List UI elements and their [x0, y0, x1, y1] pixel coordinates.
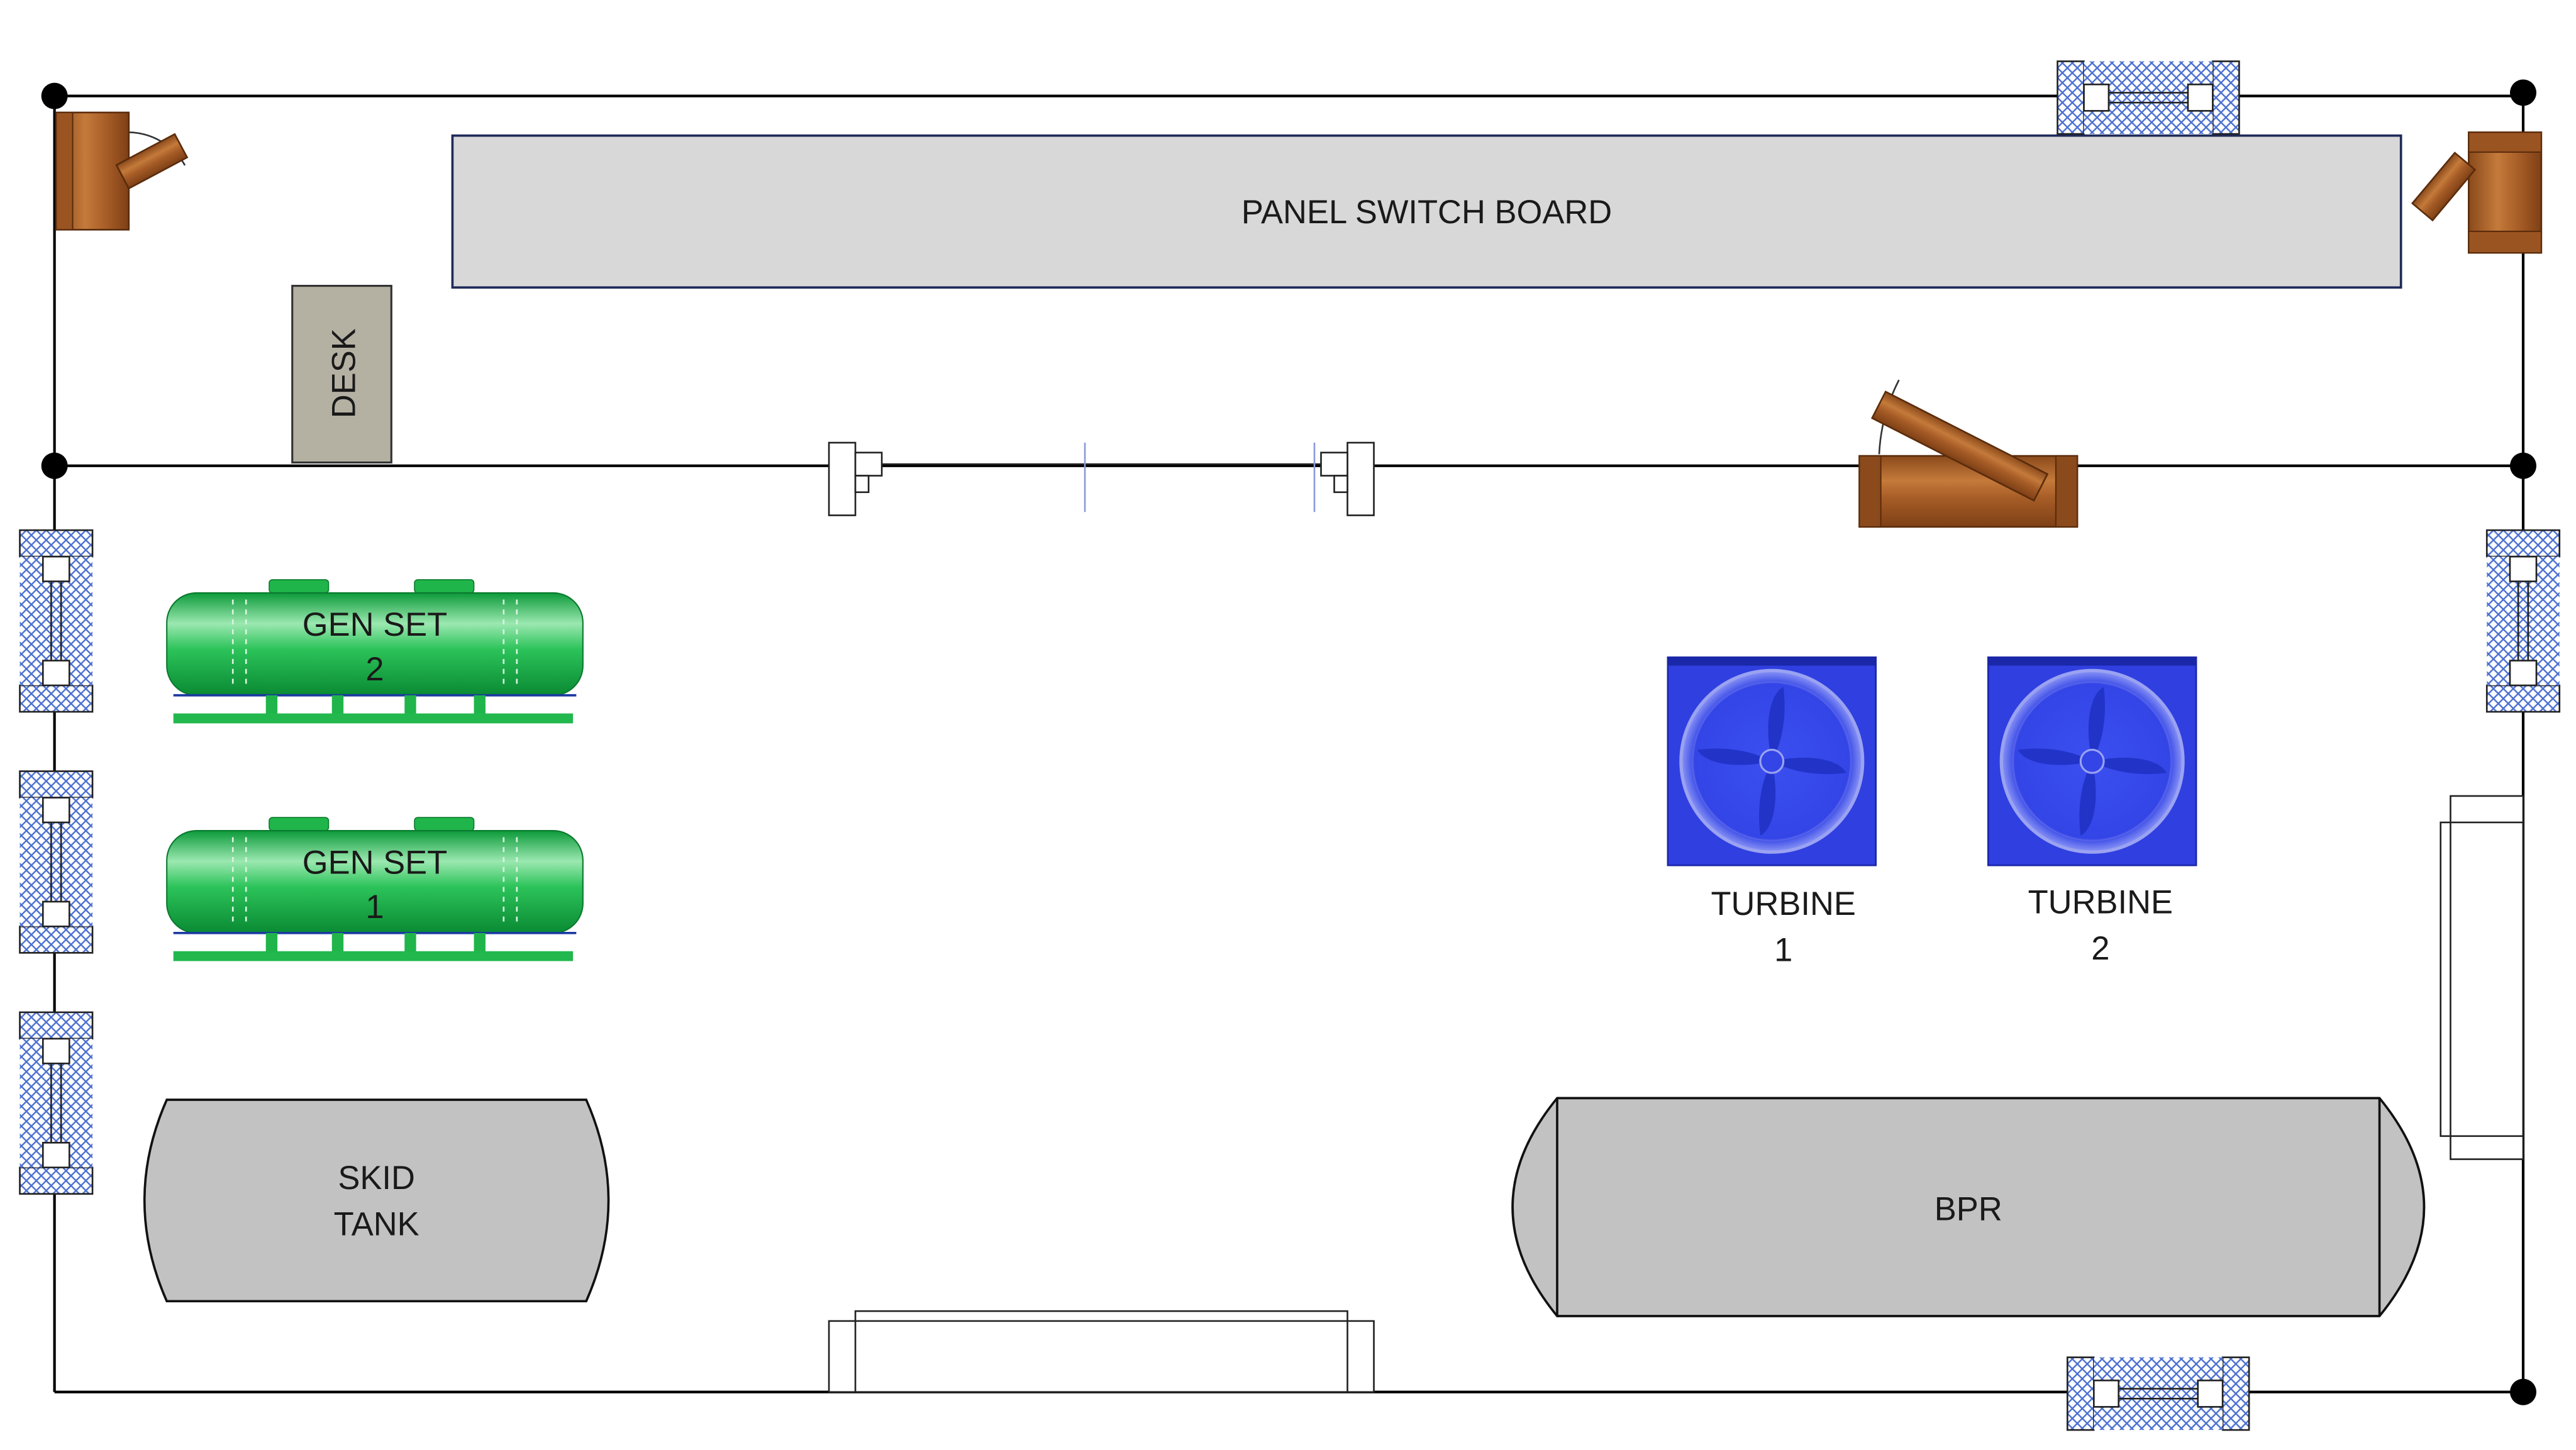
door-partition[interactable]	[1858, 379, 2079, 528]
door-top-right[interactable]	[2411, 131, 2543, 254]
turbine-1[interactable]: TURBINE 1	[1668, 657, 1876, 968]
gen-set-1[interactable]: GEN SET 1	[165, 816, 584, 963]
panel-switch-board[interactable]: PANEL SWITCH BOARD	[451, 134, 2402, 289]
window-left-3[interactable]	[19, 1011, 94, 1195]
gen-set-2-label-line2: 2	[365, 651, 384, 688]
window-left-1[interactable]	[19, 529, 94, 713]
bottom-wall-opening[interactable]	[828, 1310, 1375, 1393]
skid-tank-label-line2: TANK	[334, 1205, 419, 1242]
fan-icon	[1668, 657, 1876, 865]
partition-opening[interactable]	[828, 441, 1375, 516]
turbine-2[interactable]: TURBINE 2	[1988, 657, 2196, 967]
gen-set-2-label-line1: GEN SET	[303, 606, 447, 643]
right-wall-opening[interactable]	[2440, 795, 2524, 1160]
skid-tank-label-line1: SKID	[338, 1159, 415, 1197]
bpr-tank[interactable]: BPR	[1511, 1097, 2426, 1317]
window-left-2[interactable]	[19, 770, 94, 954]
wall-corner-dots	[41, 79, 2536, 1405]
fan-icon	[1988, 657, 2196, 865]
window-top[interactable]	[2057, 60, 2240, 135]
gen-set-1-label-line1: GEN SET	[303, 844, 447, 881]
gen-set-1-label-line2: 1	[365, 888, 384, 926]
turbine-1-label-line2: 1	[1774, 931, 1792, 968]
gen-set-2[interactable]: GEN SET 2	[165, 578, 584, 725]
skid-tank[interactable]: SKID TANK	[143, 1099, 610, 1303]
desk-label: DESK	[326, 328, 363, 418]
desk[interactable]: DESK	[291, 285, 392, 464]
door-top-left[interactable]	[55, 111, 189, 231]
panel-switch-board-label: PANEL SWITCH BOARD	[1241, 194, 1612, 231]
bpr-label: BPR	[1935, 1191, 2002, 1228]
window-right-1[interactable]	[2485, 529, 2561, 713]
window-bottom[interactable]	[2066, 1356, 2250, 1431]
turbine-1-label-line1: TURBINE	[1711, 885, 1855, 922]
turbine-2-label-line1: TURBINE	[2028, 883, 2173, 921]
turbine-2-label-line2: 2	[2091, 930, 2109, 967]
